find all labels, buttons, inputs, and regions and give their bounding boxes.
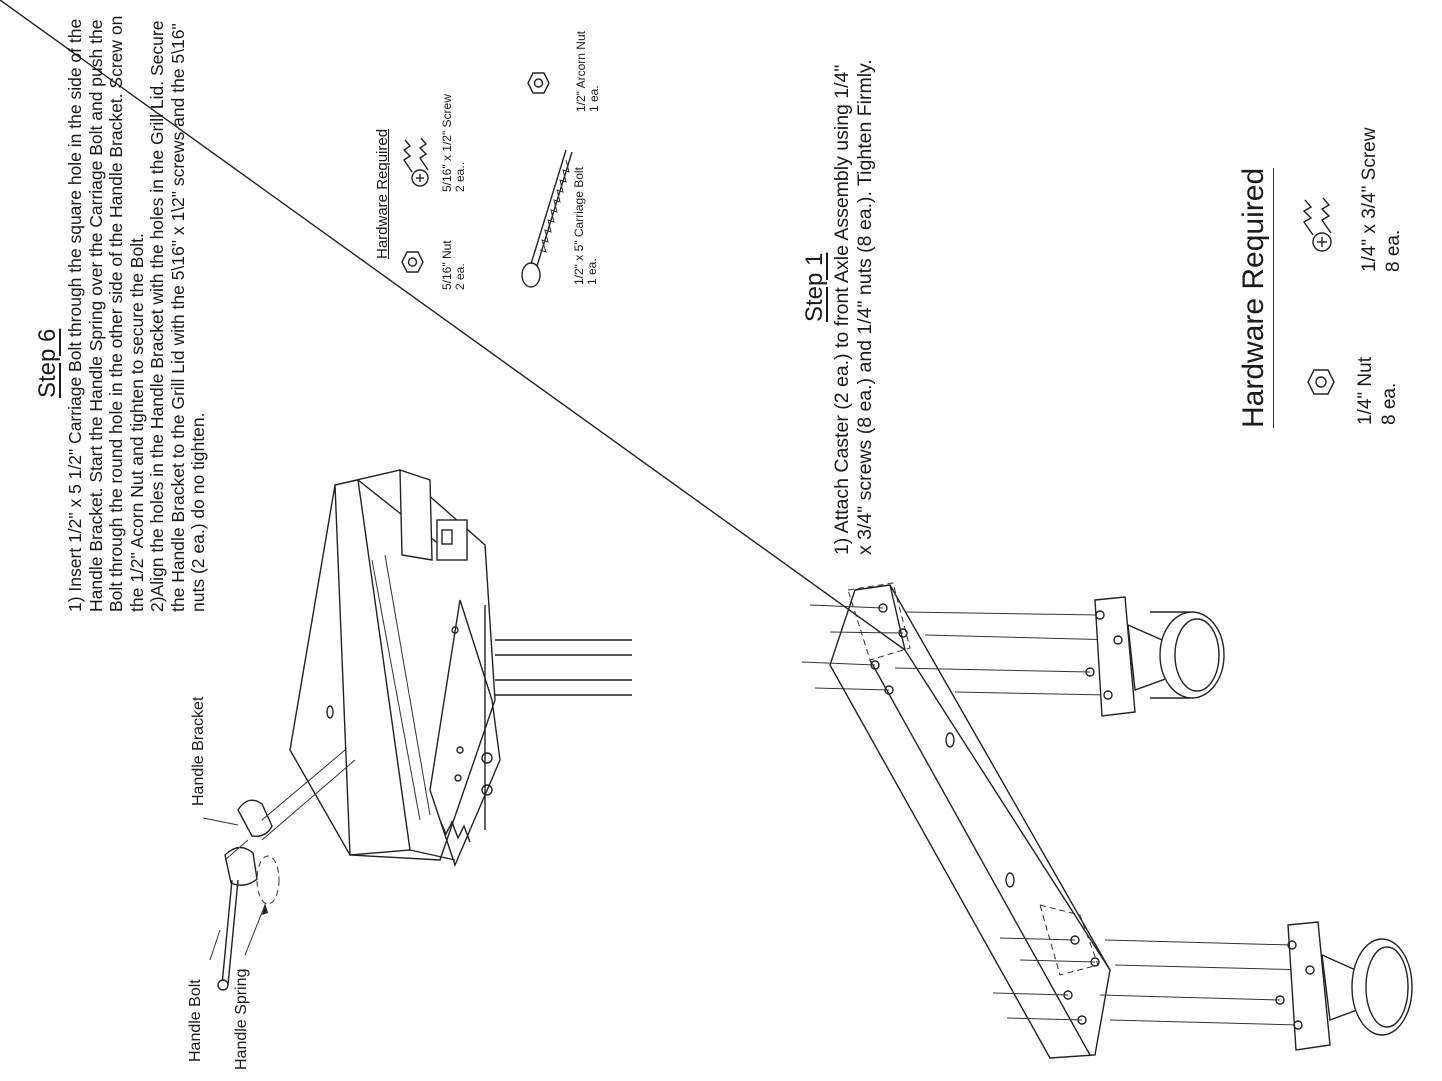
hardware-item: 5/16" x 1/2" Screw 2 ea.. [440,94,467,192]
step6-line: 2)Align the holes in the Handle Bracket … [147,20,167,612]
acorn-nut-icon [527,72,550,94]
step6-hardware-heading: Hardware Required [374,128,391,259]
step6-title: Step 6 [34,328,61,398]
hardware-item: 1/4" Nut 8 ea. [1355,356,1400,425]
hex-nut-icon [401,251,424,273]
step6-instructions: 1) Insert 1/2" x 5 1/2" Carriage Bolt th… [65,16,209,612]
callout-handle-bolt: Handle Bolt [187,979,204,1062]
callout-leaders [202,817,268,961]
hardware-item: 5/16" Nut 2 ea. [440,240,467,290]
step6-line: 1) Insert 1/2" x 5 1/2" Carriage Bolt th… [65,18,85,612]
handle-bracket-drawing [217,749,356,991]
hardware-item: 1/4" x 3/4" Screw 8 ea. [1359,127,1404,272]
step6-line: the Handle Bracket to the Grill Lid with… [167,23,188,612]
carriage-bolt-icon [521,149,573,288]
step6-line: nuts (2 ea.) do no tighten. [188,412,208,612]
grill-lid-drawing [289,469,632,867]
step1-title: Step 1 [801,252,828,322]
step1-line: 1) Attach Caster (2 ea.) to front Axle A… [831,64,853,555]
step1-line: x 3/4" screws (8 ea.) and 1/4" nuts (8 e… [854,59,876,555]
step1-hardware-heading: Hardware Required [1237,167,1274,428]
step1-instructions: 1) Attach Caster (2 ea.) to front Axle A… [831,59,877,555]
step6-line: Bolt through the round hole in the other… [106,15,126,612]
step6-line: the 1/2" Acorn Nut and tighten to secure… [126,233,147,612]
caster-drawing-lower [1275,921,1413,1051]
hex-nut-icon [1307,369,1335,395]
caster-drawing-upper [1085,596,1225,717]
callout-handle-bracket: Handle Bracket [190,696,207,806]
axle-drawing [0,0,1311,1059]
step6-line: Handle Bracket. Start the Handle Spring … [85,19,106,612]
hardware-item: 1/2" x 5" Carriage Bolt 1 ea. [572,167,599,285]
hardware-item: 1/2" Arcorn Nut 1 ea. [574,31,601,112]
screw-icon [402,137,429,187]
callout-handle-spring: Handle Spring [233,968,250,1070]
screw-icon [1302,197,1332,252]
